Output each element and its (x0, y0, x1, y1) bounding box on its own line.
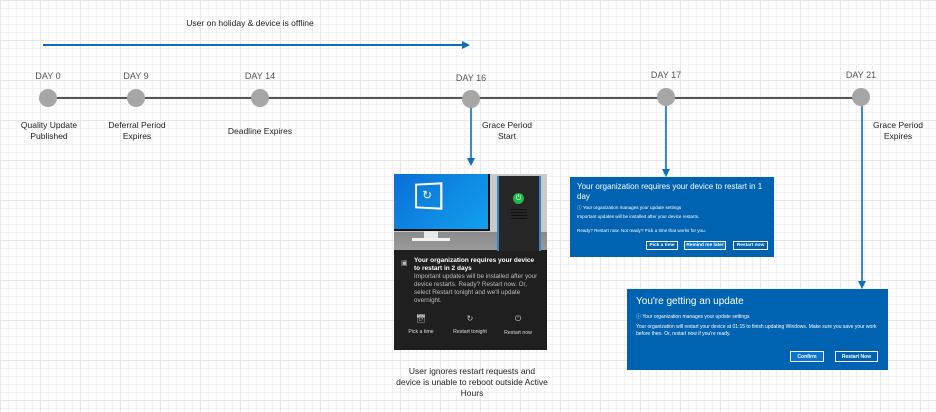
pc-tower: ⏻ (497, 176, 541, 251)
restart-now-button[interactable]: Restart now (733, 241, 768, 250)
day16-caption: User ignores restart requests and device… (396, 366, 548, 398)
confirm-button[interactable]: Confirm (790, 351, 824, 362)
timeline-node-day21 (852, 88, 870, 106)
toast-title: Your organization requires your device t… (414, 257, 535, 272)
info-icon: ⓘ (636, 314, 642, 320)
day-label: DAY 0 (35, 71, 61, 81)
day-label: DAY 17 (650, 70, 682, 80)
pick-a-time-button[interactable]: Pick a time (646, 241, 678, 250)
milestone-label: Deadline Expires (227, 126, 293, 136)
calendar-icon: 📅︎ (415, 314, 427, 323)
dialog-title: You're getting an update (636, 296, 744, 307)
restart-tonight-button[interactable]: ↻ Restart tonight (446, 314, 494, 335)
remind-me-later-button[interactable]: Remind me later (684, 241, 726, 250)
timeline-node-day14 (251, 89, 269, 107)
vent (511, 212, 527, 213)
timeline-node-day0 (39, 89, 57, 107)
restart-now-button[interactable]: ⏻ Restart now (494, 314, 542, 336)
monitor-screen: ↻ (394, 174, 490, 231)
device-illustration: ↻ ⏻ (394, 174, 547, 251)
timeline-node-day9 (127, 89, 145, 107)
dialog-line1: Important updates will be installed afte… (577, 214, 700, 219)
managed-text: Your organization manages your update se… (642, 314, 750, 320)
day16-restart-toast: ↻ ⏻ ▣ Your organization requires your de… (394, 174, 547, 350)
day-label: DAY 21 (845, 70, 877, 80)
day21-update-dialog: You're getting an update ⓘ Your organiza… (627, 289, 888, 370)
managed-notice: ⓘ Your organization manages your update … (636, 313, 749, 320)
dialog-line2: Ready? Restart now. Not ready? Pick a ti… (577, 228, 706, 233)
notification-icon: ▣ (401, 260, 408, 267)
toast-body: Important updates will be installed afte… (414, 273, 538, 304)
power-icon: ⏻ (513, 193, 524, 204)
vent (511, 209, 527, 210)
milestone-label: Deferral Period Expires (108, 120, 166, 141)
dialog-body: Your organization will restart your devi… (636, 324, 877, 337)
day-label: DAY 14 (244, 71, 276, 81)
info-icon: ⓘ (577, 205, 582, 210)
milestone-label: Quality Update Published (20, 120, 78, 141)
dialog-title: Your organization requires your device t… (577, 182, 763, 201)
timeline-node-day17 (657, 88, 675, 106)
restart-icon: ↻ (466, 314, 474, 323)
action-label: Restart tonight (453, 329, 487, 335)
day17-restart-dialog: Your organization requires your device t… (570, 177, 774, 257)
monitor-stand (424, 231, 438, 239)
windows-update-icon: ↻ (415, 182, 443, 210)
milestone-label: Grace Period Start (481, 120, 533, 141)
managed-notice: ⓘ Your organization manages your update … (577, 205, 681, 211)
monitor-base (412, 238, 450, 241)
action-label: Pick a time (408, 329, 434, 335)
restart-now-button[interactable]: Restart Now (835, 351, 878, 362)
power-icon: ⏻ (514, 314, 522, 323)
action-label: Restart now (504, 330, 532, 336)
pick-a-time-button[interactable]: 📅︎ Pick a time (397, 314, 445, 335)
vent (511, 218, 527, 219)
day-label: DAY 16 (455, 73, 487, 83)
vent (511, 215, 527, 216)
milestone-label: Grace Period Expires (872, 120, 924, 141)
managed-text: Your organization manages your update se… (582, 205, 682, 210)
day-label: DAY 9 (123, 71, 149, 81)
toast-notification: ▣ Your organization requires your device… (394, 250, 547, 350)
offline-span-label: User on holiday & device is offline (186, 18, 314, 28)
timeline-node-day16 (462, 90, 480, 108)
